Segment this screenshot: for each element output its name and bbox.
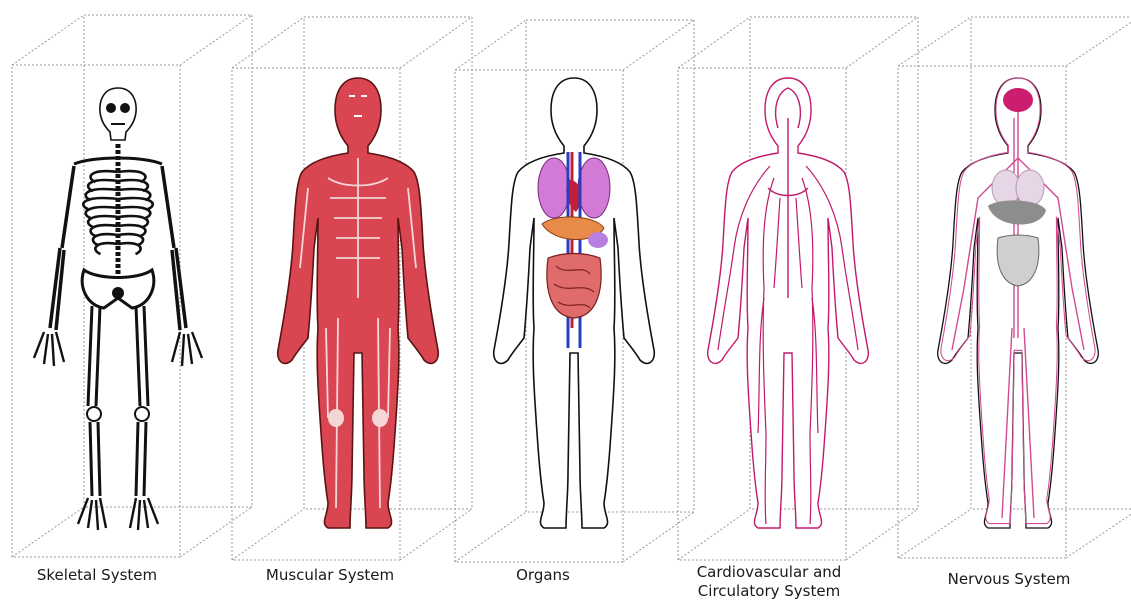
caption-line: Muscular System: [250, 566, 410, 585]
panel-caption: Organs: [508, 566, 578, 585]
panel-caption: Skeletal System: [22, 566, 172, 585]
caption-line: Nervous System: [934, 570, 1084, 589]
panel-caption: Nervous System: [934, 570, 1084, 589]
system-panel: [455, 20, 694, 562]
organs-figure: [494, 78, 655, 528]
system-panel: [678, 17, 918, 560]
skeleton-figure: [34, 88, 202, 530]
system-panel: [232, 17, 472, 560]
caption-line: Cardiovascular and: [676, 563, 862, 582]
muscle-figure: [278, 78, 439, 528]
caption-line: Circulatory System: [676, 582, 862, 601]
caption-line: Skeletal System: [22, 566, 172, 585]
nervous-figure: [938, 78, 1099, 528]
circulatory-figure: [708, 78, 869, 528]
system-panel: [898, 17, 1131, 558]
caption-line: Organs: [508, 566, 578, 585]
system-panel: [12, 15, 252, 557]
panel-caption: Muscular System: [250, 566, 410, 585]
